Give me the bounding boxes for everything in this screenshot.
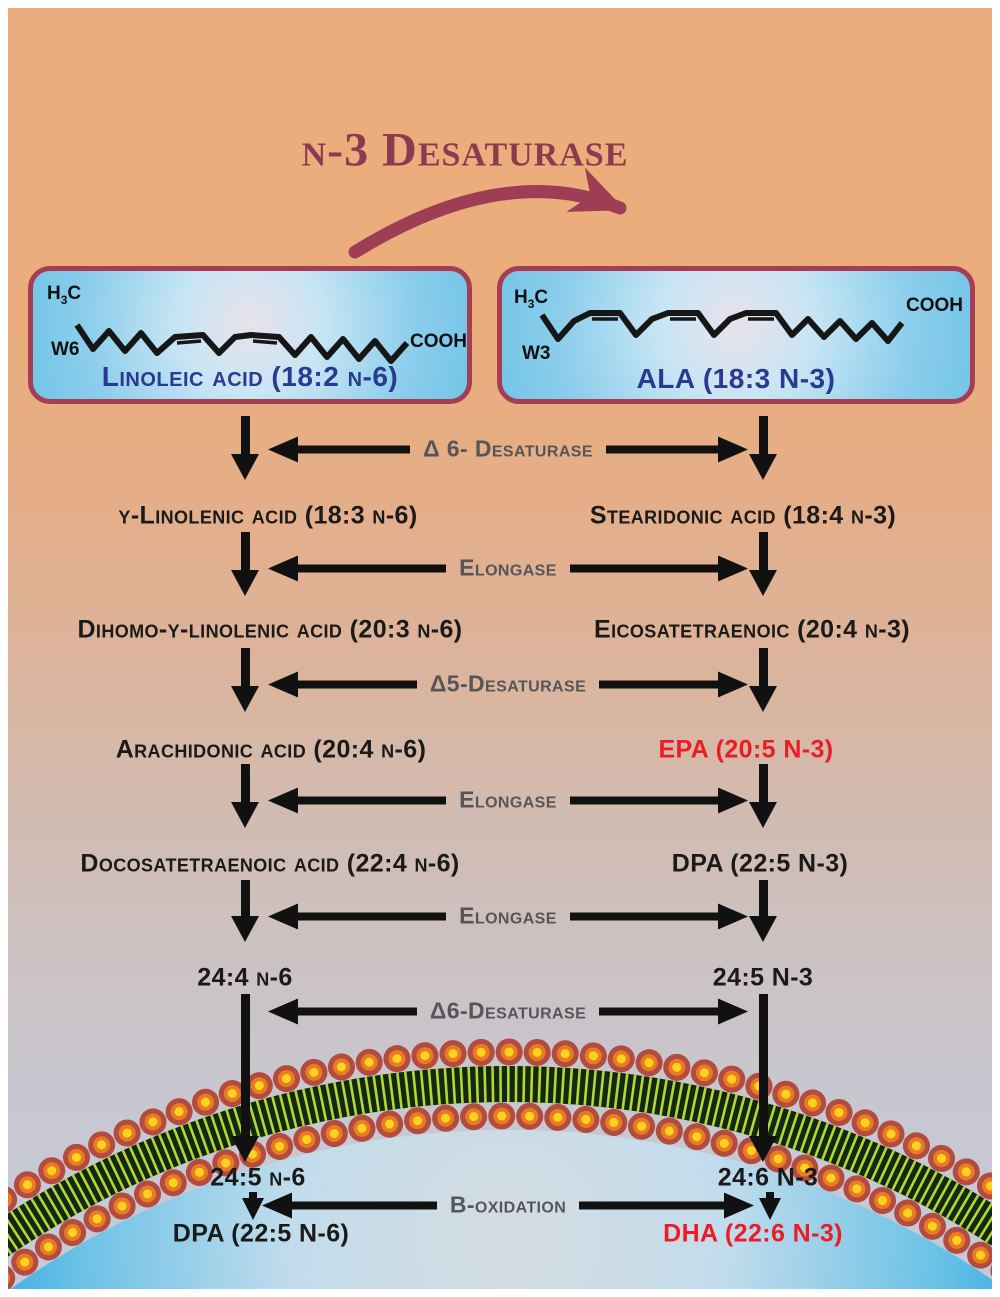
down-arrow: [231, 880, 259, 942]
left-arrowhead-icon: [268, 555, 298, 581]
metabolite-24-6-n3: 24:6 N-3: [717, 1163, 819, 1192]
substrate-box-linoleic: H3C W6 COOH Linoleic acid (18:2 n-6): [28, 266, 472, 404]
metabolite-24-4-n6: 24:4 n-6: [197, 963, 293, 992]
right-arrowhead-icon: [718, 436, 748, 462]
metabolite-dha: DHA (22:6 N-3): [663, 1219, 843, 1248]
page-title: n-3 Desaturase: [301, 123, 629, 177]
down-arrow: [231, 416, 259, 480]
down-arrow: [749, 880, 777, 942]
lipid-tail-stripes: [8, 1066, 992, 1257]
down-arrow-through-membrane: [231, 994, 259, 1162]
metabolite-arachidonic: Arachidonic acid (20:4 n-6): [115, 735, 427, 764]
ala-name: ALA (18:3 N-3): [636, 363, 836, 394]
linoleic-acid-name: Linoleic acid (18:2 n-6): [101, 361, 399, 392]
metabolite-dpa-n6: DPA (22:5 N-6): [172, 1219, 350, 1248]
down-arrow-small: [242, 1192, 264, 1220]
methyl-group-label: H3C: [47, 283, 82, 307]
down-arrow-small: [759, 1192, 781, 1220]
enzyme-row-b-oxidation: B-oxidation: [262, 1192, 754, 1219]
carboxyl-group-label: COOH: [906, 295, 963, 316]
right-arrowhead-icon: [718, 903, 749, 929]
omega3-position-label: W3: [522, 343, 551, 364]
substrate-box-ala: H3C W3 COOH ALA (18:3 N-3): [497, 266, 975, 404]
left-arrowhead-icon: [262, 1192, 292, 1218]
methyl-group-label: H3C: [514, 287, 549, 311]
enzyme-label: Elongase: [459, 554, 557, 581]
cell-membrane-drawing: [8, 1038, 992, 1289]
metabolite-stearidonic: Stearidonic acid (18:4 n-3): [589, 501, 897, 530]
down-arrow: [749, 764, 777, 828]
omega6-position-label: W6: [51, 339, 80, 360]
carboxyl-group-label: COOH: [410, 331, 467, 352]
enzyme-label: Δ5-Desaturase: [429, 670, 587, 697]
outer-phospholipid-heads: [8, 1038, 992, 1213]
down-arrow: [231, 532, 259, 596]
enzyme-label: Δ 6- Desaturase: [423, 435, 593, 462]
metabolite-24-5-n3: 24:5 N-3: [712, 963, 814, 992]
down-arrow: [749, 416, 777, 480]
enzyme-row-elongase-3: Elongase: [268, 902, 749, 930]
left-arrowhead-icon: [268, 671, 298, 697]
left-arrowhead-icon: [268, 787, 298, 813]
metabolite-eicosatetraenoic: Eicosatetraenoic (20:4 n-3): [594, 615, 910, 644]
metabolite-gamma-linolenic: y-Linolenic acid (18:3 n-6): [118, 501, 418, 530]
metabolite-epa: EPA (20:5 N-3): [658, 735, 834, 764]
down-arrow: [231, 648, 259, 712]
enzyme-label: Elongase: [459, 902, 557, 929]
left-arrowhead-icon: [268, 903, 298, 929]
down-arrow: [749, 648, 777, 712]
metabolite-dihomo-gamma: Dihomo-y-linolenic acid (20:3 n-6): [77, 615, 463, 644]
down-arrow-through-membrane: [749, 994, 777, 1162]
lipid-tail-band: [8, 1066, 992, 1257]
enzyme-row-d5-desaturase: Δ5-Desaturase: [268, 670, 749, 698]
diagram-canvas: n-3 Desaturase H3C W6 COOH Linoleic acid…: [8, 8, 992, 1289]
enzyme-row-d6-desaturase: Δ 6- Desaturase: [268, 436, 748, 463]
right-arrowhead-icon: [718, 998, 749, 1024]
left-arrowhead-icon: [268, 436, 298, 462]
enzyme-row-elongase-2: Elongase: [268, 786, 749, 814]
metabolite-docosatetraenoic: Docosatetraenoic acid (22:4 n-6): [80, 849, 460, 878]
left-arrowhead-icon: [268, 998, 298, 1024]
enzyme-row-elongase-1: Elongase: [268, 554, 749, 582]
right-arrowhead-icon: [718, 555, 749, 581]
enzyme-label: Elongase: [459, 786, 557, 813]
right-arrowhead-icon: [724, 1192, 754, 1218]
enzyme-label: Δ6-Desaturase: [429, 997, 587, 1024]
enzyme-label: B-oxidation: [449, 1191, 567, 1218]
metabolite-24-5-n6: 24:5 n-6: [210, 1163, 306, 1192]
enzyme-row-d6-desaturase-2: Δ6-Desaturase: [268, 997, 749, 1025]
down-arrow: [231, 764, 259, 828]
right-arrowhead-icon: [718, 787, 749, 813]
right-arrowhead-icon: [718, 671, 749, 697]
metabolite-dpa-n3: DPA (22:5 N-3): [671, 849, 849, 878]
down-arrow: [749, 532, 777, 596]
